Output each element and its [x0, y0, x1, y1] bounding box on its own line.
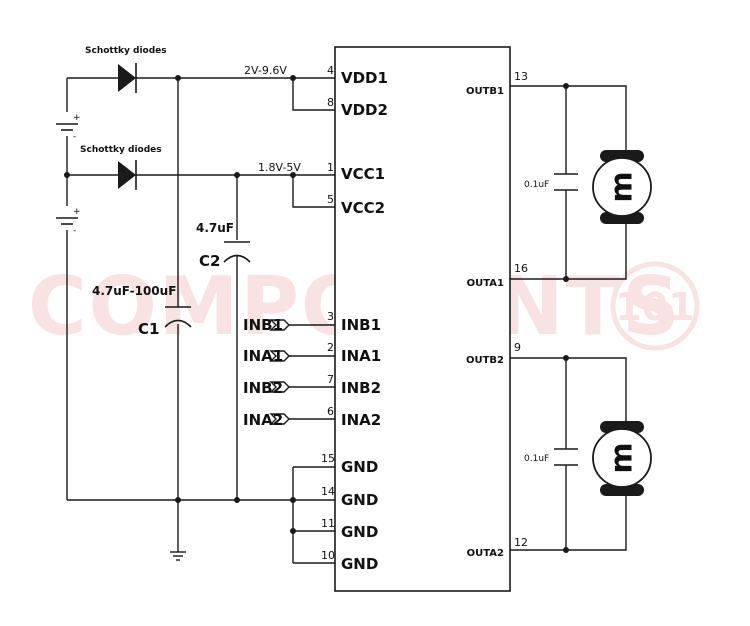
input-label-inb1: INB1: [243, 316, 283, 334]
junction-dot: [563, 276, 569, 282]
input-label-ina1: INA1: [243, 347, 283, 365]
ic-pin-label-outb1: OUTB1: [466, 86, 504, 97]
ic-pin-label-outa1: OUTA1: [467, 278, 504, 289]
motor1-wiring: [510, 85, 627, 280]
capacitor-c2: [223, 241, 251, 263]
input-port-ina1: [269, 350, 290, 362]
svg-text:+: +: [73, 207, 81, 217]
ic-pin-num-15: 15: [321, 452, 335, 465]
svg-text:-: -: [73, 132, 76, 142]
ic-pin-num-7: 7: [327, 373, 334, 386]
ic-pin-label-vcc1: VCC1: [341, 165, 385, 183]
diode-label-bottom: Schottky diodes: [80, 145, 162, 155]
ic-pin-label-gnd11: GND: [341, 523, 378, 541]
motor1: [592, 150, 652, 224]
ic-pin-num-2: 2: [327, 341, 334, 354]
capacitor-c2-value: 4.7uF: [196, 221, 234, 235]
junction-dot: [290, 528, 296, 534]
ground-symbol: [170, 551, 186, 561]
ic-pin-num-6: 6: [327, 405, 334, 418]
junction-dot: [234, 172, 240, 178]
ic-pin-num-9: 9: [514, 341, 521, 354]
watermark-circle: [610, 261, 700, 351]
ic-pin-label-outa2: OUTA2: [467, 548, 504, 559]
ic-pin-label-gnd15: GND: [341, 458, 378, 476]
capacitor-c1-name: C1: [138, 320, 159, 338]
motor2-symbol: m: [605, 442, 640, 473]
ic-pin-label-vcc2: VCC2: [341, 199, 385, 217]
junction-dot: [175, 75, 181, 81]
ic-pin-num-11: 11: [321, 517, 335, 530]
ic-pin-num-8: 8: [327, 96, 334, 109]
input-label-ina2: INA2: [243, 411, 283, 429]
junction-dot: [64, 172, 70, 178]
ic-pin-label-gnd14: GND: [341, 491, 378, 509]
svg-text:+: +: [73, 113, 81, 123]
junction-dot: [234, 497, 240, 503]
svg-text:-: -: [73, 226, 76, 236]
input-label-inb2: INB2: [243, 379, 283, 397]
schottky-diode-bottom: [118, 160, 137, 190]
ic-pin-num-16: 16: [514, 262, 528, 275]
motor2-capacitor: [554, 448, 578, 466]
ic-pin-label-ina1: INA1: [341, 347, 381, 365]
junction-dot: [290, 75, 296, 81]
junction-dot: [563, 83, 569, 89]
battery-top: + -: [56, 113, 81, 142]
motor2: [592, 421, 652, 496]
schottky-diode-top: [118, 63, 137, 93]
capacitor-c2-name: C2: [199, 252, 220, 270]
ic-pin-num-13: 13: [514, 70, 528, 83]
ic-pin-label-inb2: INB2: [341, 379, 381, 397]
power-wiring: [66, 77, 335, 564]
ic-pin-label-inb1: INB1: [341, 316, 381, 334]
input-port-inb1: [269, 319, 290, 331]
motor1-capacitor: [554, 173, 578, 191]
ic-pin-num-12: 12: [514, 536, 528, 549]
input-wiring: [288, 324, 335, 420]
net-label-vdd: 2V-9.6V: [244, 64, 287, 77]
junction-dot: [175, 497, 181, 503]
diode-label-top: Schottky diodes: [85, 46, 167, 56]
motor2-wiring: [510, 357, 627, 551]
input-port-inb2: [269, 381, 290, 393]
ic-pin-label-outb2: OUTB2: [466, 355, 504, 366]
ic-body: [334, 46, 511, 592]
junction-dot: [290, 497, 296, 503]
ic-pin-label-vdd1: VDD1: [341, 69, 388, 87]
ic-pin-label-gnd10: GND: [341, 555, 378, 573]
motor1-symbol: m: [605, 171, 640, 202]
ic-pin-num-10: 10: [321, 549, 335, 562]
battery-bottom: + -: [56, 207, 81, 236]
motor1-capacitor-value: 0.1uF: [524, 180, 549, 190]
junction-dot: [290, 172, 296, 178]
capacitor-c1: [164, 306, 192, 328]
motor2-capacitor-value: 0.1uF: [524, 454, 549, 464]
ic-pin-num-1: 1: [327, 161, 334, 174]
capacitor-c1-value: 4.7uF-100uF: [92, 284, 176, 298]
watermark-number: 101: [615, 285, 694, 329]
ic-pin-num-4: 4: [327, 64, 334, 77]
ic-pin-num-5: 5: [327, 193, 334, 206]
ic-pin-label-ina2: INA2: [341, 411, 381, 429]
junction-dot: [563, 355, 569, 361]
ic-pin-label-vdd2: VDD2: [341, 101, 388, 119]
ic-pin-num-14: 14: [321, 485, 335, 498]
net-label-vcc: 1.8V-5V: [258, 161, 301, 174]
junction-dot: [563, 547, 569, 553]
input-port-ina2: [269, 413, 290, 425]
ic-pin-num-3: 3: [327, 310, 334, 323]
